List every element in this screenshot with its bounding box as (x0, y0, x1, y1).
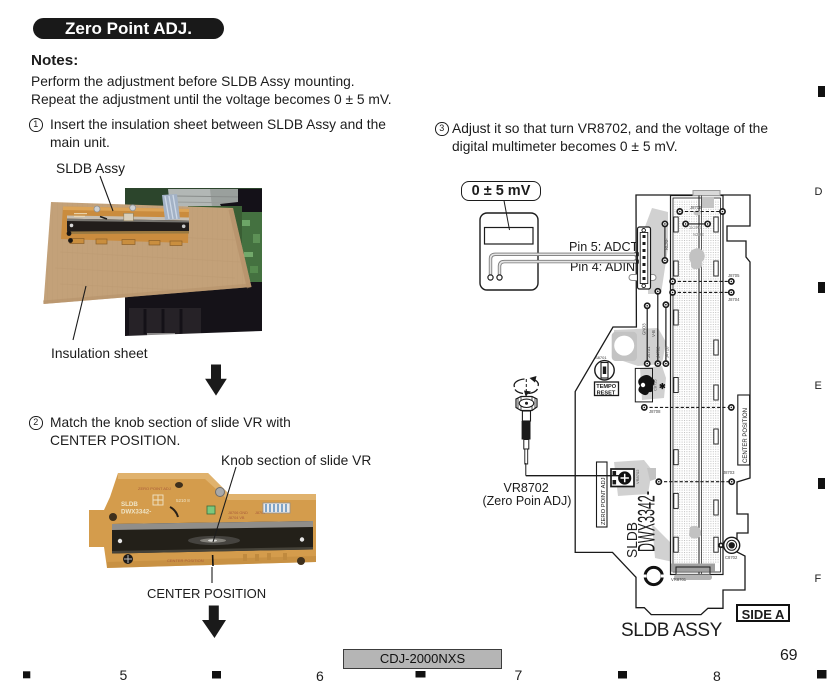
svg-text:1k3RE: 1k3RE (689, 225, 702, 230)
svg-text:J4701: J4701 (646, 346, 651, 358)
svg-text:J8708: J8708 (649, 409, 661, 414)
svg-text:GND3: GND3 (642, 323, 647, 335)
svg-text:TEMPO: TEMPO (596, 384, 617, 390)
svg-text:ZERO POINT ADJ: ZERO POINT ADJ (138, 486, 171, 491)
svg-text:C8702: C8702 (725, 555, 738, 560)
svg-text:J8705: J8705 (728, 273, 740, 278)
svg-text:J4702: J4702 (656, 346, 661, 358)
svg-text:CENTER POSITION: CENTER POSITION (743, 408, 749, 463)
svg-text:J8703: J8703 (723, 470, 735, 475)
svg-text:VR8702: VR8702 (635, 469, 640, 484)
svg-text:S8701: S8701 (595, 355, 607, 360)
svg-text:N3RE: N3RE (693, 232, 704, 237)
svg-text:J8706 GND: J8706 GND (228, 511, 248, 515)
svg-text:J8704: J8704 (728, 297, 740, 302)
svg-text:DWX3342-: DWX3342- (634, 491, 661, 552)
svg-text:SLDB: SLDB (121, 501, 138, 508)
svg-text:CENTER POSITION: CENTER POSITION (167, 558, 204, 563)
svg-text:DWX3342-: DWX3342- (121, 509, 151, 516)
svg-text:5210 8: 5210 8 (176, 498, 190, 503)
svg-text:✱: ✱ (659, 382, 666, 391)
svg-text:RCNF: RCNF (664, 238, 669, 250)
svg-text:J8706: J8706 (690, 205, 702, 210)
svg-text:ZERO POINT ADJ: ZERO POINT ADJ (601, 477, 607, 525)
svg-text:VR8701: VR8701 (671, 577, 687, 582)
svg-text:V-B: V-B (651, 330, 656, 337)
svg-text:J4710: J4710 (665, 346, 670, 358)
svg-text:RESET: RESET (597, 390, 616, 396)
svg-text:J8704 VB: J8704 VB (228, 516, 245, 520)
svg-text:C8725: C8725 (653, 378, 658, 391)
